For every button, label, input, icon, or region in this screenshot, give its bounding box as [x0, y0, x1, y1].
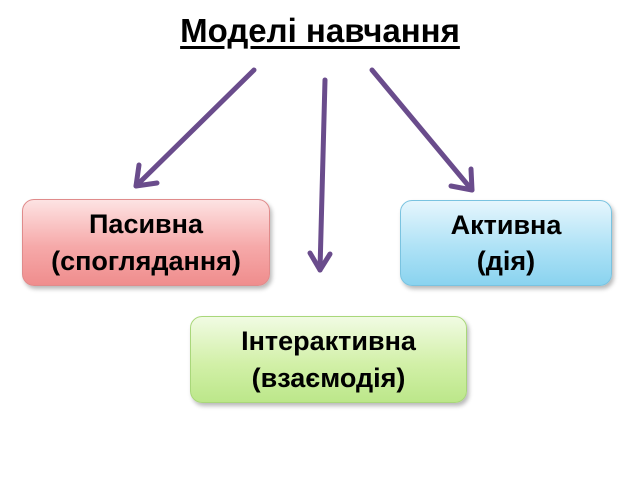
node-passive-label: Пасивна — [89, 209, 203, 240]
node-interactive: Інтерактивна (взаємодія) — [190, 316, 467, 403]
node-active: Активна (дія) — [400, 200, 612, 286]
node-active-sublabel: (дія) — [476, 246, 536, 276]
arrow-to-interactive — [307, 77, 333, 273]
arrow-to-active — [369, 67, 475, 193]
node-passive-sublabel: (споглядання) — [51, 245, 241, 276]
arrow-to-passive — [133, 67, 257, 189]
node-interactive-label: Інтерактивна — [241, 326, 416, 357]
node-passive: Пасивна (споглядання) — [22, 199, 270, 286]
node-interactive-sublabel: (взаємодія) — [251, 362, 406, 393]
node-active-label: Активна — [450, 209, 562, 240]
diagram-title: Моделі навчання — [180, 12, 460, 49]
